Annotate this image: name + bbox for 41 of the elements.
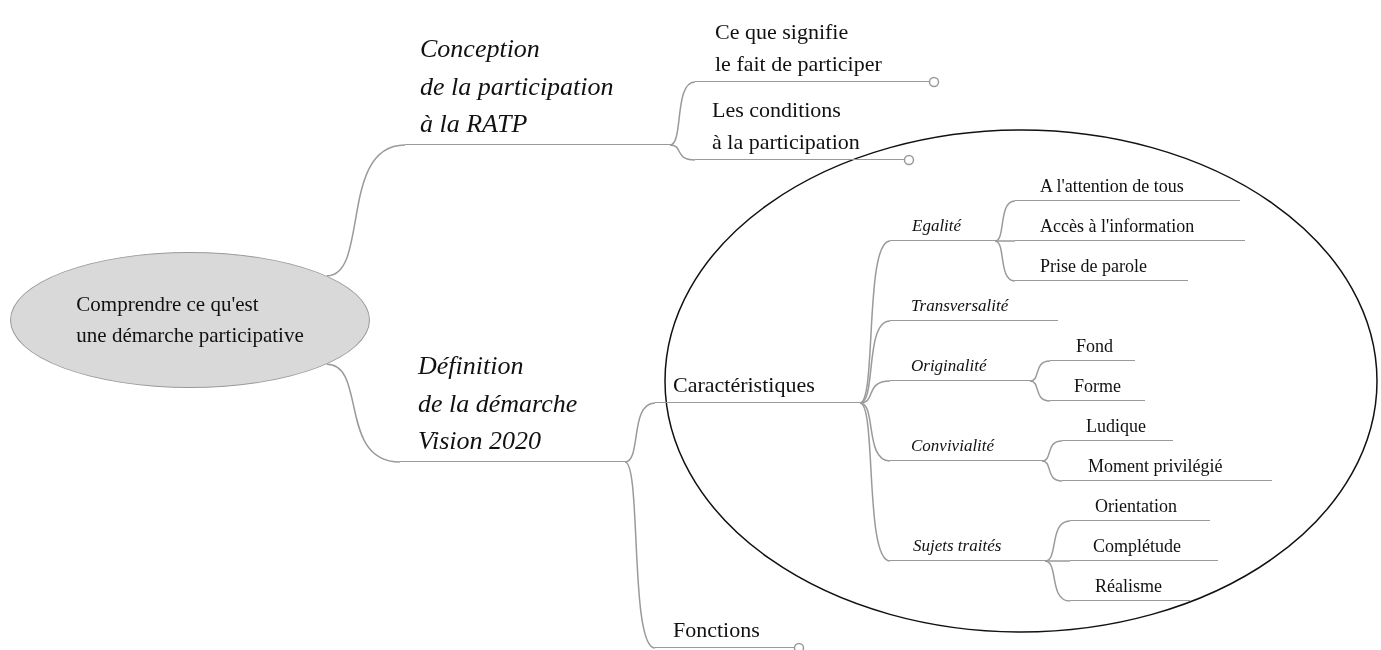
- branch-topic: Moment privilégié: [1062, 452, 1272, 481]
- branch-topic: Egalité: [890, 214, 995, 241]
- branch-topic: Les conditions à la participation: [695, 94, 905, 160]
- branch-connector: [669, 81, 696, 146]
- branch-topic: Convivialité: [890, 434, 1042, 461]
- branch-connector: [1041, 460, 1063, 482]
- branch-connector: [1029, 380, 1051, 402]
- branch-topic: Complétude: [1070, 532, 1218, 561]
- branch-connector: [994, 240, 1016, 242]
- branch-connector: [1044, 520, 1071, 562]
- branch-connector: [669, 144, 696, 161]
- branch-topic: Prise de parole: [1015, 252, 1188, 281]
- branch-topic: Conception de la participation à la RATP: [405, 29, 670, 145]
- branch-connector: [624, 461, 656, 649]
- branch-topic: Ce que signifie le fait de participer: [695, 16, 930, 82]
- branch-connector: [994, 240, 1016, 282]
- branch-connector: [859, 402, 891, 562]
- branch-connector: [326, 363, 401, 463]
- branch-topic: Ludique: [1062, 412, 1173, 441]
- branch-connector: [624, 402, 656, 463]
- branch-connector: [1044, 560, 1071, 562]
- branch-topic: Fonctions: [655, 614, 795, 648]
- branch-topic: Originalité: [890, 354, 1030, 381]
- branch-topic: Réalisme: [1070, 572, 1190, 601]
- branch-topic: Sujets traités: [890, 534, 1045, 561]
- branch-topic: Orientation: [1070, 492, 1210, 521]
- branch-topic: Caractéristiques: [655, 369, 860, 403]
- branch-connector: [1041, 440, 1063, 462]
- branch-connector: [994, 200, 1016, 242]
- branch-topic: Accès à l'information: [1015, 212, 1245, 241]
- branch-topic: Forme: [1050, 372, 1145, 401]
- branch-topic: Transversalité: [890, 294, 1058, 321]
- branch-connector: [326, 144, 406, 277]
- branch-topic: A l'attention de tous: [1015, 172, 1240, 201]
- branch-connector: [859, 320, 891, 404]
- branch-connector: [1044, 560, 1071, 602]
- branch-connector: [1029, 360, 1051, 382]
- branch-connector: [859, 240, 891, 404]
- branch-topic: Définition de la démarche Vision 2020: [400, 346, 625, 462]
- branch-topic: Fond: [1050, 332, 1135, 361]
- central-topic-text: Comprendre ce qu'est une démarche participative: [76, 290, 304, 349]
